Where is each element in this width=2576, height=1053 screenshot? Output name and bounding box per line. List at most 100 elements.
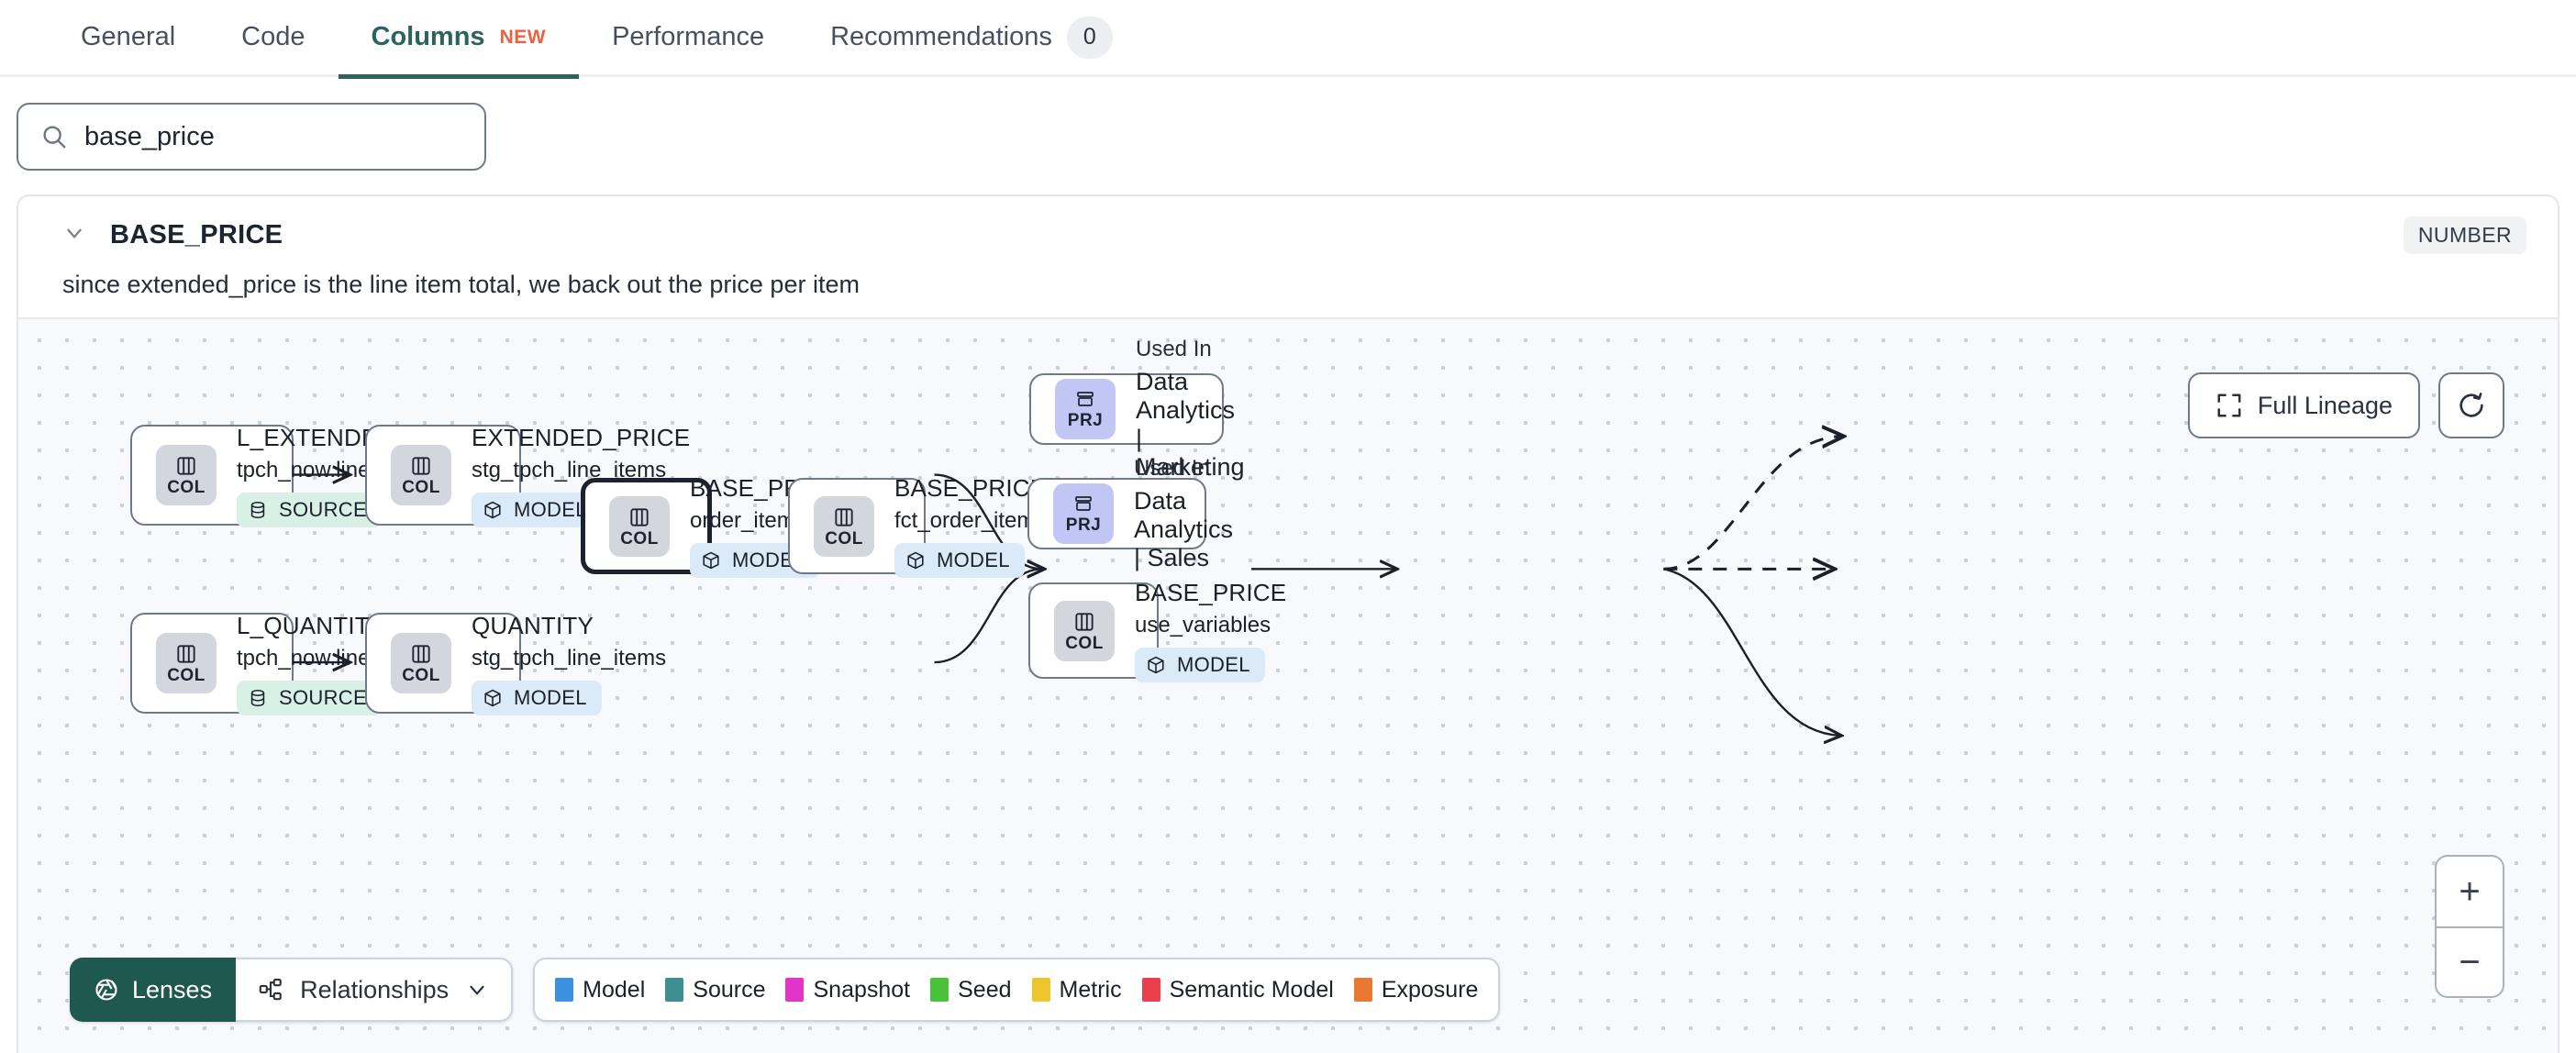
chevron-down-icon [465,978,489,1002]
search-area [0,77,2576,171]
legend-label: Semantic Model [1169,976,1334,1003]
prj-badge: PRJ [1053,483,1114,544]
lineage-node-base-price-use-variables[interactable]: COL BASE_PRICE use_variables MODEL [1028,579,1286,682]
legend-item-model: Model [555,977,645,1003]
col-badge: COL [609,495,670,557]
col-badge: COL [156,633,217,693]
legend-swatch [930,978,949,1002]
zoom-controls: + − [2435,855,2504,998]
relationships-icon [258,977,283,1003]
node-used-in-label: Used In [1134,455,1210,481]
node-pill-label: MODEL [1177,653,1250,676]
node-type-pill: SOURCE [237,680,382,715]
legend-swatch [785,978,805,1002]
lineage-canvas[interactable]: Full Lineage COL L_EXTENDEDPRICE tpch_no… [18,317,2558,1053]
legend-swatch [1353,978,1372,1002]
aperture-icon [94,977,119,1003]
lineage-node-extended-price[interactable]: COL EXTENDED_PRICE stg_tpch_line_items M… [365,424,690,527]
col-badge-label: COL [825,528,863,549]
zoom-in-button[interactable]: + [2459,870,2481,912]
tab-columns[interactable]: Columns NEW [338,0,580,79]
refresh-icon [2457,391,2486,420]
prj-badge-label: PRJ [1065,515,1102,535]
lineage-node-base-price-fct-order-items[interactable]: COL BASE_PRICE fct_order_items MODEL [788,474,1046,578]
legend-label: Metric [1059,976,1122,1003]
full-lineage-button[interactable]: Full Lineage [2187,372,2420,438]
tab-performance[interactable]: Performance [579,0,797,76]
canvas-top-controls: Full Lineage [2187,372,2504,438]
tab-code[interactable]: Code [208,0,338,76]
lineage-legend: Model Source Snapshot Seed Metric [533,958,1501,1022]
prj-badge: PRJ [1055,379,1116,439]
lenses-button[interactable]: Lenses [70,958,237,1022]
prj-badge-label: PRJ [1067,411,1104,430]
tab-label: General [81,22,176,51]
col-badge-label: COL [167,666,205,685]
col-badge: COL [391,633,451,693]
legend-label: Snapshot [813,976,911,1003]
tab-recommendations[interactable]: Recommendations 0 [797,0,1146,76]
node-subtitle: fct_order_items [894,508,1047,533]
legend-item-exposure: Exposure [1353,977,1478,1003]
legend-label: Model [583,976,646,1003]
lineage-node-l-quantity[interactable]: COL L_QUANTITY tpch_now.lineitem SOURCE [130,612,412,715]
node-pill-label: MODEL [514,497,587,521]
node-pill-label: MODEL [937,549,1010,571]
lineage-node-project-sales[interactable]: PRJ Used In Data Analytics | Sales [1027,456,1233,571]
node-type-pill: MODEL [472,492,602,527]
search-box[interactable] [17,103,486,171]
relationships-dropdown[interactable]: Relationships [236,958,514,1022]
column-header[interactable]: BASE_PRICE NUMBER [18,196,2558,254]
node-name: L_QUANTITY [237,611,386,639]
zoom-out-button[interactable]: − [2437,926,2503,996]
lenses-label: Lenses [132,975,213,1003]
lineage-node-project-marketing[interactable]: PRJ Used In Data Analytics | Marketing [1029,337,1245,481]
node-pill-label: MODEL [514,685,587,709]
node-name: EXTENDED_PRICE [472,423,691,451]
full-lineage-label: Full Lineage [2257,391,2393,419]
node-project-name: Data Analytics | Marketing [1136,368,1245,481]
tab-label: Recommendations [830,22,1052,51]
search-icon [40,123,68,150]
legend-item-source: Source [665,977,765,1003]
col-badge-label: COL [167,478,205,497]
legend-item-semantic-model: Semantic Model [1141,976,1334,1003]
node-pill-label: SOURCE [279,685,367,709]
node-pill-label: SOURCE [279,497,367,521]
tab-label: Performance [612,22,765,51]
recommendations-count-badge: 0 [1066,16,1113,59]
lineage-node-base-price-order-items[interactable]: COL BASE_PRICE order_items MODEL [581,474,841,578]
node-name: BASE_PRICE [894,474,1047,502]
col-badge: COL [391,445,451,505]
canvas-bottom-bar: Lenses Relationships Model [70,958,1501,1022]
chevron-down-icon[interactable] [62,221,86,249]
expand-icon [2215,392,2243,419]
node-project-name: Data Analytics | Sales [1134,486,1234,571]
legend-item-snapshot: Snapshot [785,977,910,1003]
col-badge: COL [156,445,217,505]
legend-label: Source [693,976,766,1003]
legend-swatch [1031,978,1050,1002]
col-badge: COL [1054,600,1115,661]
col-badge-label: COL [620,528,659,549]
legend-swatch [1141,978,1160,1002]
lineage-node-l-extendedprice[interactable]: COL L_EXTENDEDPRICE tpch_now.lineitem SO… [130,424,469,527]
lenses-group: Lenses Relationships [70,958,514,1022]
node-name: QUANTITY [472,611,594,639]
col-badge-label: COL [1065,633,1104,653]
column-panel: BASE_PRICE NUMBER since extended_price i… [17,194,2559,1053]
node-type-pill: MODEL [894,543,1025,578]
refresh-button[interactable] [2438,372,2504,438]
lineage-node-quantity[interactable]: COL QUANTITY stg_tpch_line_items MODEL [365,612,666,715]
node-type-pill: MODEL [1135,648,1265,682]
search-input[interactable] [84,121,462,152]
lineage-edges [293,319,2558,1053]
column-name: BASE_PRICE [110,220,283,249]
legend-label: Seed [958,976,1012,1003]
tab-general[interactable]: General [48,0,208,76]
legend-item-seed: Seed [930,976,1012,1003]
col-badge-label: COL [402,478,440,497]
relationships-label: Relationships [300,975,450,1003]
node-subtitle: stg_tpch_line_items [472,645,667,671]
tab-label: Columns [371,22,485,51]
